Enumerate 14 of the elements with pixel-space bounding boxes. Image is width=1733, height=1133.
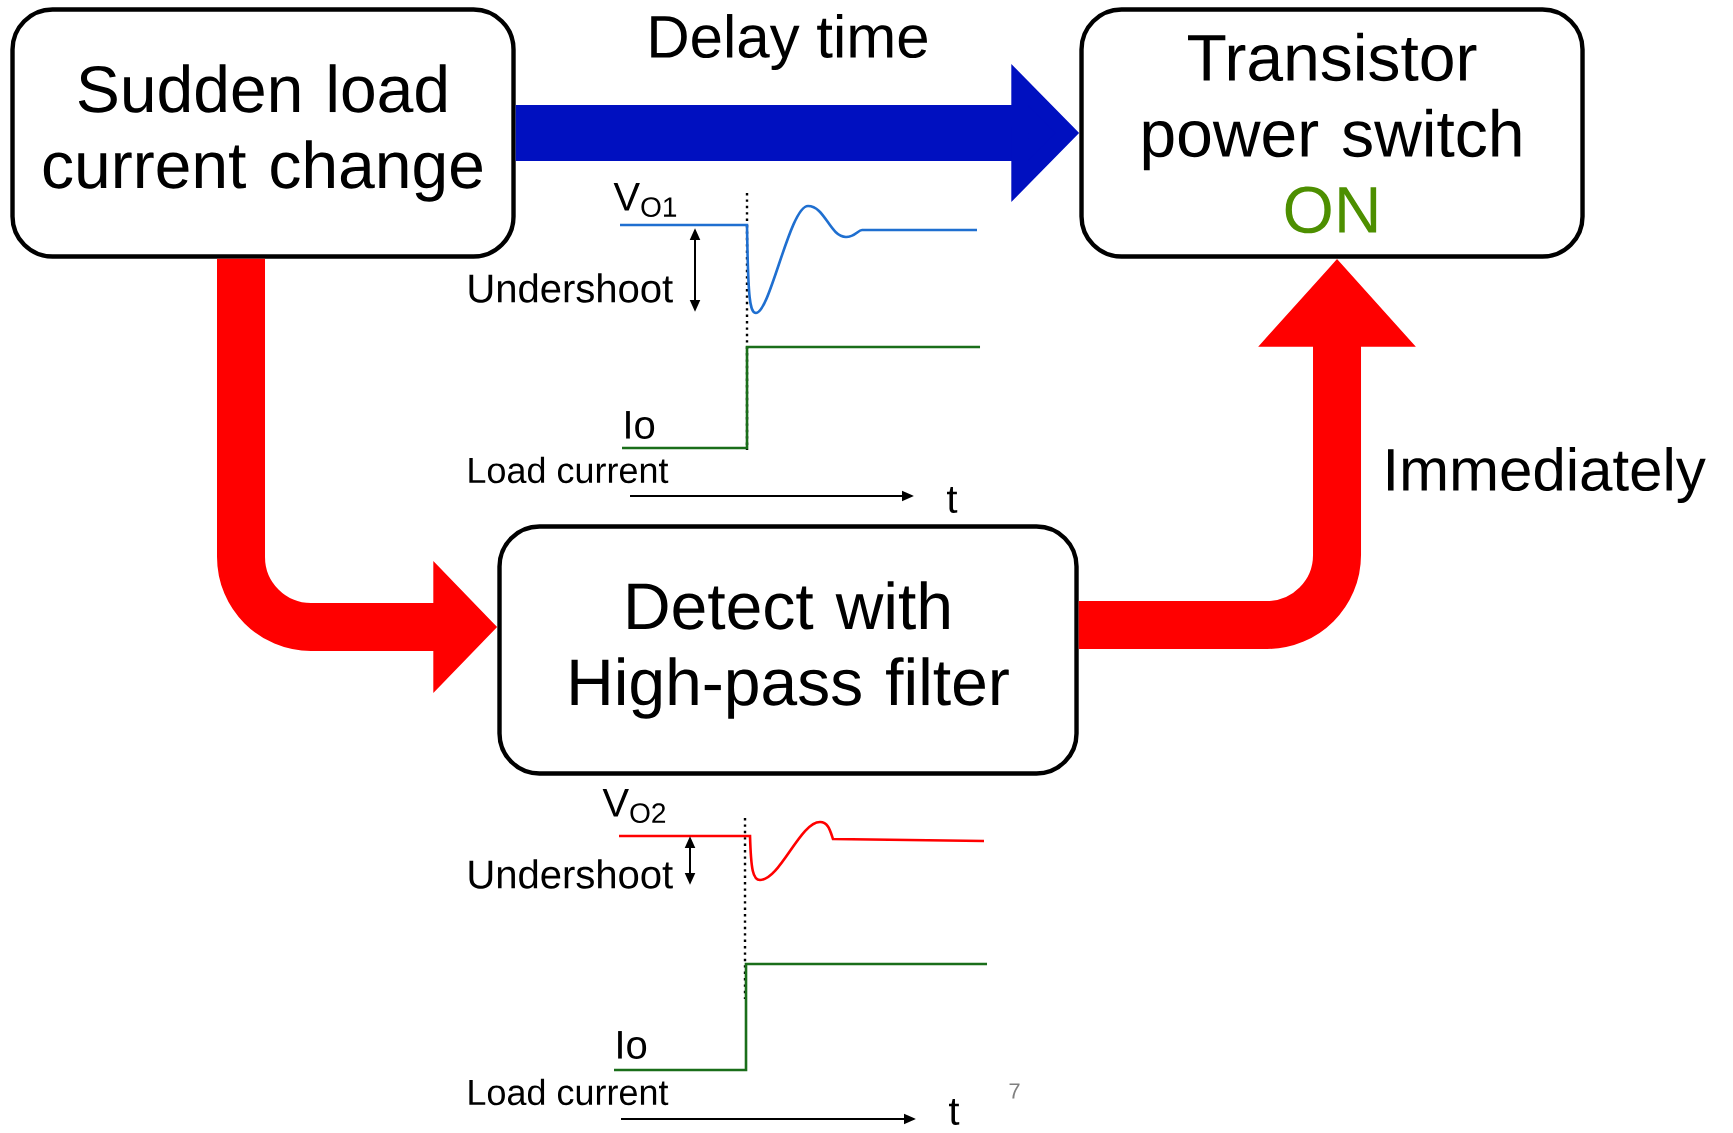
axis-label: Undershoot xyxy=(469,859,673,889)
edge-label: Immediately xyxy=(1387,447,1706,503)
edge-label: Delay time xyxy=(651,14,927,70)
axis-label: Load current xyxy=(469,1078,669,1106)
page-number: 7 xyxy=(1009,1083,1020,1099)
axis-label: Io xyxy=(626,411,655,439)
axis-label: t xyxy=(949,1098,960,1126)
axis-label: Io xyxy=(618,1031,647,1059)
axis-label: Undershoot xyxy=(469,273,673,303)
process-box: Sudden load current change xyxy=(10,7,516,259)
axis-label: Load current xyxy=(469,456,669,484)
axis-label: V$_{O1}$ xyxy=(613,183,677,217)
process-box: Detect with High-pass filter xyxy=(497,524,1079,776)
process-box: Transistor power switch ON xyxy=(1079,7,1585,259)
